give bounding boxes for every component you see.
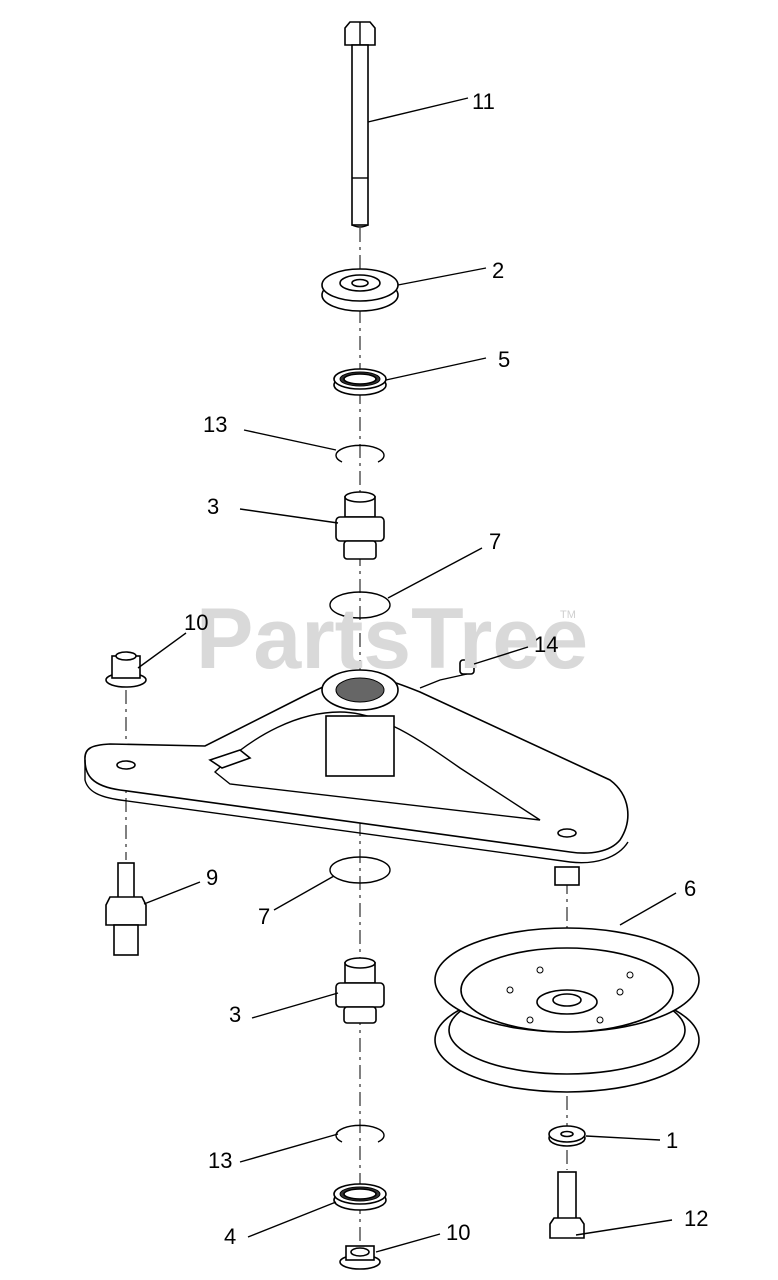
callout-1: 1 (666, 1128, 678, 1153)
callout-12: 12 (684, 1206, 708, 1231)
part-snap-ring-bottom[interactable] (335, 1124, 385, 1143)
callout-2: 2 (492, 258, 504, 283)
part-o-ring-top[interactable] (329, 591, 391, 619)
callout-3-top: 3 (207, 494, 219, 519)
leader-lines (137, 97, 677, 1253)
callout-9: 9 (206, 865, 218, 890)
callout-11: 11 (472, 89, 495, 114)
part-bearing-bottom[interactable] (333, 1183, 387, 1211)
callout-3-bottom: 3 (229, 1002, 241, 1027)
part-pivot-stud[interactable] (105, 862, 147, 956)
callout-13-bottom: 13 (208, 1148, 232, 1173)
watermark-tm: TM (560, 609, 576, 621)
callout-14: 14 (534, 632, 558, 657)
callout-13-top: 13 (203, 412, 227, 437)
part-flange-washer[interactable] (321, 268, 399, 312)
callout-10-bottom: 10 (446, 1220, 470, 1245)
watermark-text: PartsTree (196, 591, 588, 687)
part-grease-fitting[interactable] (419, 659, 475, 689)
callout-7-top: 7 (489, 529, 501, 554)
part-bolt-short[interactable] (549, 1171, 585, 1239)
part-bearing-top[interactable] (333, 368, 387, 396)
part-bushing-top[interactable] (335, 491, 385, 560)
callout-6: 6 (684, 876, 696, 901)
part-bolt-long[interactable] (344, 21, 376, 228)
part-nut-bottom[interactable] (339, 1245, 381, 1270)
part-nut-top[interactable] (105, 651, 147, 688)
part-idler-pulley[interactable] (434, 927, 700, 1093)
part-washer[interactable] (548, 1125, 586, 1147)
part-bushing-bottom[interactable] (335, 957, 385, 1024)
callout-5: 5 (498, 347, 510, 372)
callout-10-top: 10 (184, 610, 208, 635)
part-snap-ring-top[interactable] (335, 444, 385, 463)
callout-7-bottom: 7 (258, 904, 270, 929)
part-o-ring-bottom[interactable] (329, 856, 391, 884)
callout-4: 4 (224, 1224, 236, 1249)
part-idler-arm[interactable] (84, 669, 629, 886)
